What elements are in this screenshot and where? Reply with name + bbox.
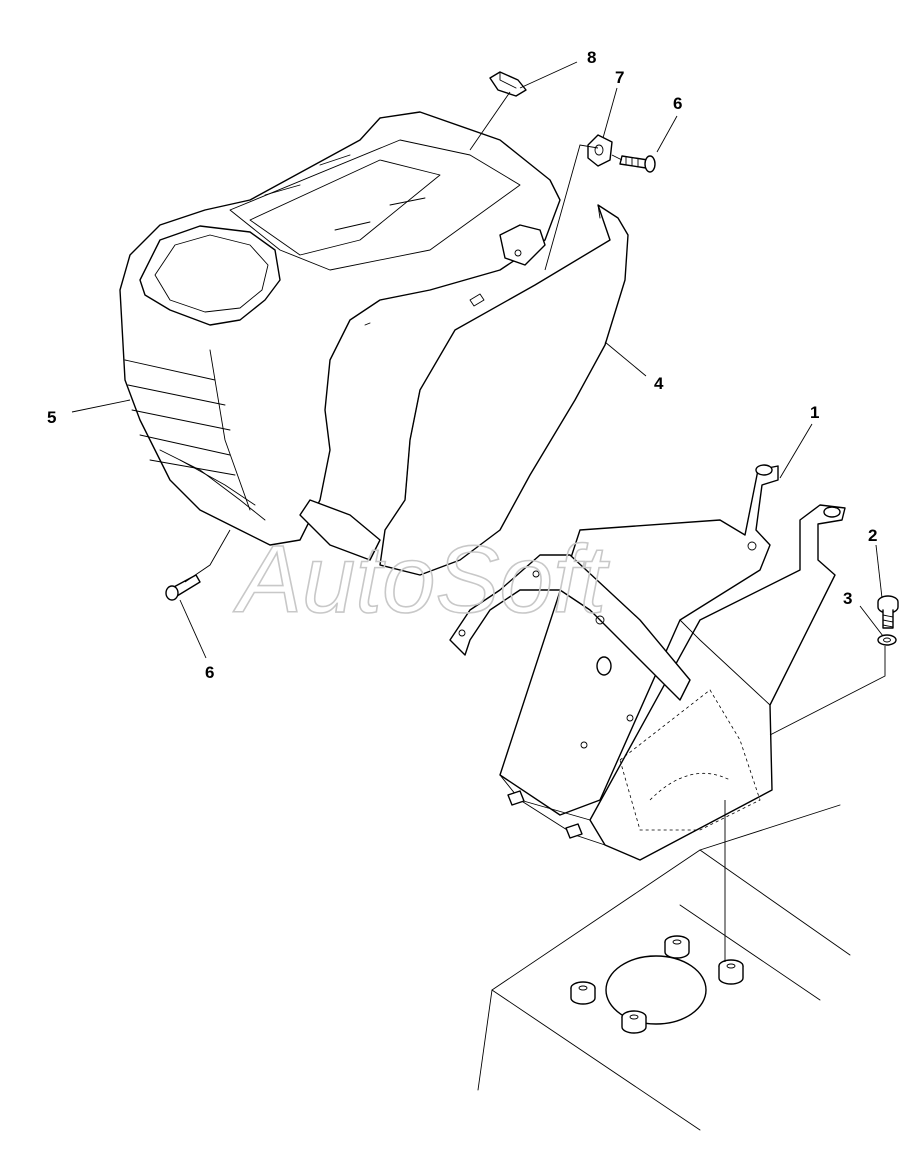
- callout-2: 2: [868, 526, 877, 545]
- callout-6-lower: 6: [205, 663, 214, 682]
- side-cover-panel: [379, 204, 629, 576]
- standoff-bushes: [570, 935, 744, 1034]
- leader-lines: [71, 61, 884, 659]
- console-housing: [119, 111, 561, 561]
- base-plate: [477, 804, 851, 1131]
- callout-4: 4: [654, 374, 664, 393]
- callout-1: 1: [810, 403, 819, 422]
- washer: [877, 634, 897, 646]
- screw-upper: [619, 155, 656, 173]
- watermark-text: AutoSoft: [233, 526, 610, 633]
- callout-6-upper: 6: [673, 94, 682, 113]
- callout-3: 3: [843, 589, 852, 608]
- nut: [587, 134, 613, 167]
- callout-7: 7: [615, 68, 624, 87]
- plug-cap: [489, 71, 527, 97]
- screw-lower: [165, 574, 201, 601]
- callout-5: 5: [47, 408, 56, 427]
- assembly-lines: [184, 91, 886, 962]
- callout-labels: 1 2 3 4 5 6 6 7 8: [47, 48, 877, 682]
- support-bracket: [449, 464, 846, 861]
- screw: [877, 595, 899, 629]
- callout-8: 8: [587, 48, 596, 67]
